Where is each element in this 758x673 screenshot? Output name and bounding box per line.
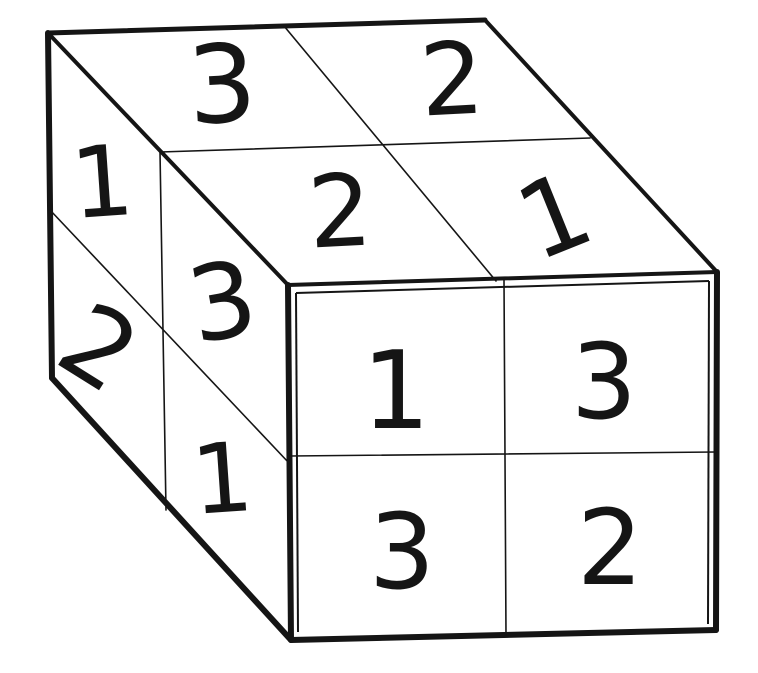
front-cell-top-left: 1 [362, 329, 431, 454]
left-cell-top-front: 3 [179, 236, 265, 368]
front-face-divider-1 [504, 280, 506, 635]
edge-left-back-vertical [48, 33, 52, 378]
front-face-inner-rim [296, 281, 709, 632]
edge-top-right [485, 20, 717, 272]
edge-left-bottom [52, 378, 291, 640]
front-face: 1 3 3 2 [362, 321, 643, 613]
left-face: 1 3 2 1 [39, 124, 266, 537]
left-cell-bottom-back: 2 [39, 278, 160, 417]
left-cell-top-back: 1 [67, 124, 137, 242]
front-rim-right [708, 281, 709, 624]
top-cell-front-left: 2 [305, 151, 375, 271]
front-cell-top-right: 3 [571, 321, 637, 443]
top-cell-front-right: 1 [501, 147, 608, 285]
front-cell-bottom-left: 3 [369, 491, 435, 613]
edge-front-right [716, 272, 717, 630]
left-cell-bottom-front: 1 [188, 421, 257, 537]
top-cell-back-left: 3 [184, 21, 259, 149]
edge-front-bottom [291, 630, 716, 640]
front-rim-left [296, 293, 298, 632]
top-cell-back-right: 2 [417, 19, 487, 139]
front-cell-bottom-right: 2 [577, 487, 643, 609]
front-face-divider-2 [290, 452, 716, 456]
